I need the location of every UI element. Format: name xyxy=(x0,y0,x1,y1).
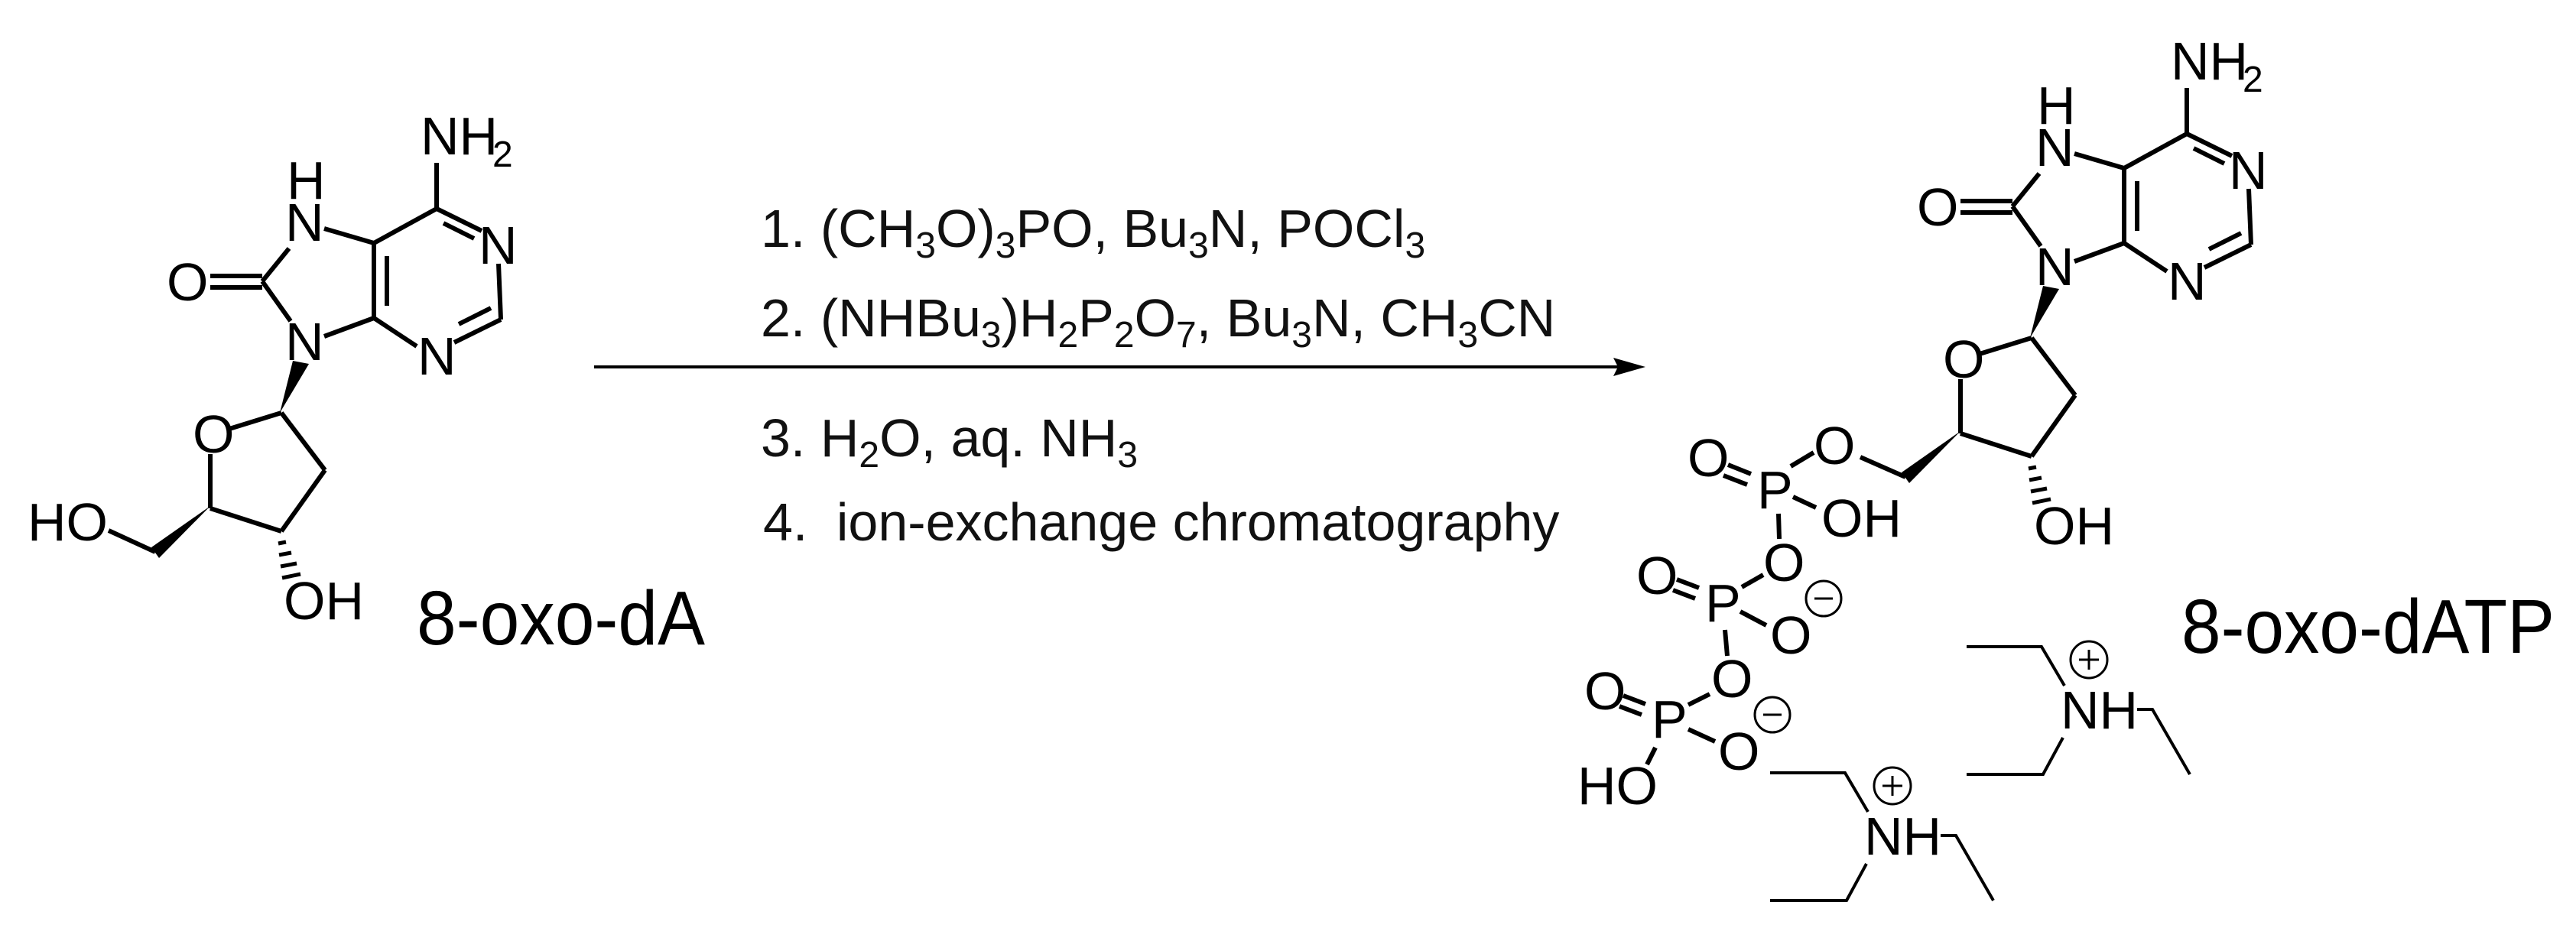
atom-label: P xyxy=(1705,573,1741,633)
atom-label: O xyxy=(1688,428,1729,488)
atom-label: OH xyxy=(2034,496,2114,556)
triethylammonium-counterion: NH xyxy=(1770,766,1995,902)
product-name: 8-oxo-dATP xyxy=(2181,584,2555,670)
atom-label: O xyxy=(193,404,234,464)
condition-step-2: 2. (NHBu3)H2P2O7, Bu3N, CH3CN xyxy=(761,288,1555,355)
reaction-arrow xyxy=(594,358,1645,376)
minus-charge-icon xyxy=(1804,579,1843,618)
condition-step-1: 1. (CH3O)3PO, Bu3N, POCl3 xyxy=(761,199,1425,266)
atom-label: P xyxy=(1652,690,1688,749)
plus-charge-icon xyxy=(1873,766,1912,806)
atom-label: NH xyxy=(1864,806,1941,866)
atom-label: O xyxy=(1636,546,1678,605)
plus-charge-icon xyxy=(2069,640,2109,680)
atom-label: H xyxy=(287,151,326,210)
atom-label: N xyxy=(2035,118,2074,177)
triethylammonium-counterion: NH xyxy=(1967,640,2191,776)
atom-label: O xyxy=(1718,722,1759,781)
starting-material-name: 8-oxo-dA xyxy=(417,576,705,661)
atom-label: H xyxy=(2037,76,2076,135)
atom-label: N xyxy=(285,193,324,252)
atom-label: O xyxy=(1770,605,1811,665)
atom-label: O xyxy=(1711,649,1753,709)
atom-label: NH xyxy=(421,106,498,166)
atom-label: N xyxy=(417,326,456,386)
atom-label: N xyxy=(2168,251,2207,311)
atom-label: HO xyxy=(28,492,108,552)
atom-label: NH xyxy=(2171,31,2248,91)
atom-subscript: 2 xyxy=(492,135,513,175)
minus-charge-icon xyxy=(1753,696,1792,734)
atom-label: O xyxy=(1917,177,1958,237)
arrowhead-icon xyxy=(1613,358,1645,376)
condition-step-4: 4. ion-exchange chromatography xyxy=(763,492,1559,552)
atom-label: O xyxy=(1814,416,1855,475)
atom-label: HO xyxy=(1577,756,1658,816)
atom-label: O xyxy=(1584,661,1626,721)
starting-material-8-oxo-dA: NH 2 H N N N N O O HO OH 8-oxo-dA xyxy=(28,106,705,661)
atom-label: N xyxy=(2229,141,2268,200)
atom-label: O xyxy=(1943,329,1984,389)
atom-label: OH xyxy=(1821,488,1902,548)
atom-label: OH xyxy=(284,571,364,631)
product-8-oxo-dATP: NH 2 H N N N N O O OH O P O OH xyxy=(1577,31,2555,902)
condition-step-3: 3. H2O, aq. NH3 xyxy=(761,408,1138,475)
atom-label: O xyxy=(1763,533,1804,592)
triphosphate: O P O OH O P O O xyxy=(1577,416,1907,816)
atom-label: N xyxy=(479,216,518,275)
atom-label: P xyxy=(1757,460,1793,520)
atom-subscript: 2 xyxy=(2243,60,2263,100)
reaction-conditions: 1. (CH3O)3PO, Bu3N, POCl3 2. (NHBu3)H2P2… xyxy=(761,199,1559,552)
atom-label: O xyxy=(167,252,208,312)
atom-label: NH xyxy=(2061,680,2138,740)
atom-label: N xyxy=(285,312,324,372)
atom-label: N xyxy=(2035,237,2074,297)
